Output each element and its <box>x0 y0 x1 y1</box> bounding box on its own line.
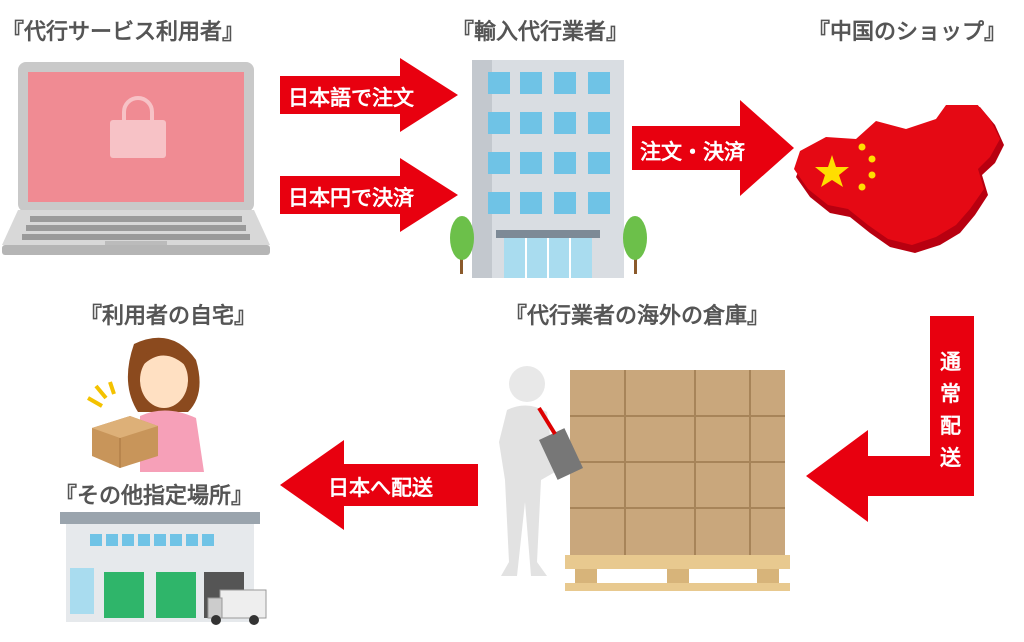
warehouse-boxes-illustration <box>495 362 795 594</box>
arrow-normal-shipping: 通 常 配 送 <box>806 316 978 522</box>
arrow-order-japanese: 日本語で注文 <box>280 58 458 132</box>
laptop-illustration <box>0 60 272 260</box>
title-overseas-warehouse: 『代行業者の海外の倉庫』 <box>505 304 770 329</box>
title-import-agent: 『輸入代行業者』 <box>452 20 629 45</box>
arrow-pay-yen: 日本円で決済 <box>280 158 458 232</box>
arrow-ship-japan: 日本へ配送 <box>280 440 478 530</box>
title-service-user: 『代行サービス利用者』 <box>2 20 245 45</box>
distribution-building-illustration <box>60 510 270 628</box>
title-china-shop: 『中国のショップ』 <box>808 20 1007 45</box>
office-building-illustration <box>448 58 658 280</box>
title-other-location: 『その他指定場所』 <box>55 484 254 509</box>
title-user-home: 『利用者の自宅』 <box>80 304 257 329</box>
woman-receiving-parcel-illustration <box>84 334 214 474</box>
china-map-illustration <box>790 103 1018 260</box>
arrow-order-pay: 注文・決済 <box>632 100 794 196</box>
